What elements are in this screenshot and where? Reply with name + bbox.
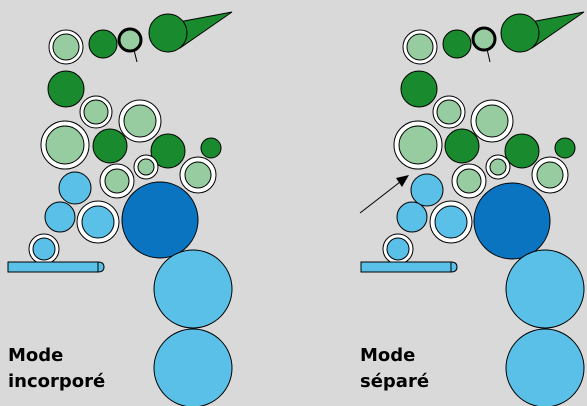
light-green-roller [83, 99, 109, 125]
dark-green-roller [504, 133, 540, 169]
caption-line-1: Mode [360, 345, 416, 366]
impression-cylinder [153, 328, 233, 406]
dark-green-roller [88, 29, 118, 59]
light-green-roller [456, 168, 482, 194]
light-blue-roller [44, 201, 76, 233]
ringed-light-green-roller [471, 26, 497, 52]
dark-green-roller-small [554, 137, 576, 159]
dark-blue-plate-cylinder [121, 181, 199, 259]
light-green-roller [489, 158, 507, 176]
light-blue-roller [396, 201, 428, 233]
roller-stem [486, 48, 491, 63]
light-green-roller [104, 168, 130, 194]
dark-green-roller-small [200, 137, 222, 159]
light-green-roller [52, 33, 80, 61]
dark-green-roller [444, 128, 480, 164]
light-blue-roller [434, 205, 468, 239]
panel-embedded-mode [7, 11, 233, 406]
blanket-cylinder [153, 249, 233, 329]
impression-cylinder [505, 328, 585, 406]
blanket-cylinder [505, 249, 585, 329]
light-blue-roller [58, 171, 92, 205]
light-green-roller [137, 158, 155, 176]
light-green-roller [184, 161, 212, 189]
dark-green-roller [47, 70, 85, 108]
roller-stem [133, 49, 138, 63]
caption-embedded-mode: Mode incorporé [8, 343, 105, 395]
light-blue-roller [386, 237, 410, 261]
light-green-roller [406, 33, 434, 61]
caption-line-1: Mode [8, 345, 64, 366]
dark-blue-plate-cylinder [473, 182, 551, 260]
light-green-roller [436, 99, 462, 125]
light-green-roller [45, 125, 85, 165]
panel-separate-mode [359, 11, 585, 406]
dark-green-roller [92, 128, 128, 164]
light-green-roller [475, 104, 509, 138]
light-blue-roller [81, 205, 115, 239]
green-arm-roller [500, 13, 540, 53]
caption-line-2: séparé [360, 371, 430, 392]
caption-separate-mode: Mode séparé [360, 343, 429, 395]
light-blue-roller [32, 237, 56, 261]
light-green-roller [123, 104, 157, 138]
light-blue-roller-separated [410, 173, 444, 207]
ringed-light-green-roller [117, 27, 143, 53]
green-arm-roller [148, 13, 188, 53]
dark-green-roller [150, 133, 186, 169]
separation-arrow [359, 181, 401, 214]
dark-green-roller [442, 29, 472, 59]
water-tray [360, 261, 458, 273]
separation-arrowhead [396, 175, 409, 187]
water-tray [7, 261, 105, 273]
caption-line-2: incorporé [8, 371, 106, 392]
dark-green-roller [400, 70, 438, 108]
light-green-roller [398, 125, 438, 165]
light-green-roller [536, 161, 564, 189]
